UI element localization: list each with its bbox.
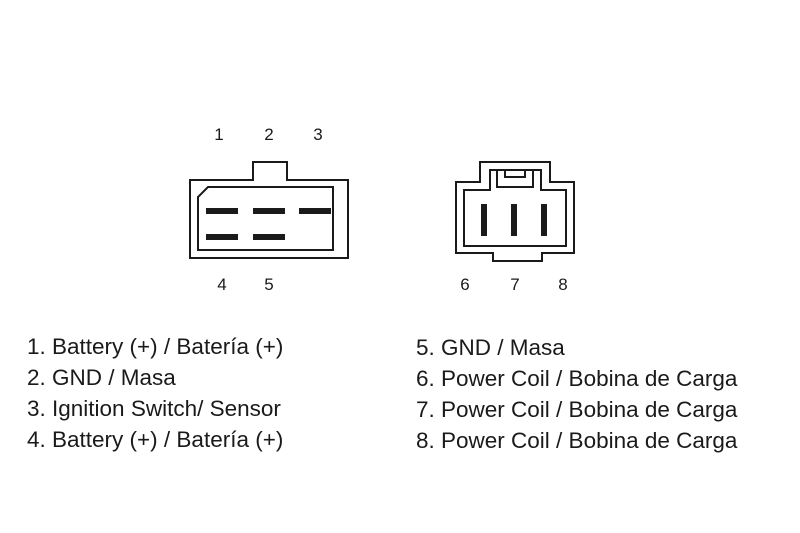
terminal-pin-7 <box>511 204 517 236</box>
pin-label-7: 7 <box>510 275 519 294</box>
pin-label-3: 3 <box>313 125 322 144</box>
terminal-pin-3 <box>299 208 331 214</box>
terminal-pin-6 <box>481 204 487 236</box>
connector-right-pin-labels: 6 7 8 <box>460 275 567 294</box>
legend-item-pin-6: 6. Power Coil / Bobina de Carga <box>416 366 738 391</box>
pin-legend-left: 1. Battery (+) / Batería (+) 2. GND / Ma… <box>27 331 283 455</box>
connector-right <box>455 161 575 262</box>
connector-left <box>189 161 349 259</box>
connector-right-terminals <box>481 204 547 236</box>
connector-right-latch <box>496 170 534 188</box>
terminal-pin-8 <box>541 204 547 236</box>
pin-label-2: 2 <box>264 125 273 144</box>
terminal-pin-1 <box>206 208 238 214</box>
legend-item-pin-7: 7. Power Coil / Bobina de Carga <box>416 397 738 422</box>
connector-left-pin-labels: 1 2 3 4 5 <box>214 125 322 294</box>
pin-label-5: 5 <box>264 275 273 294</box>
connector-left-outer-shell <box>189 161 349 259</box>
pin-label-6: 6 <box>460 275 469 294</box>
connector-left-terminals <box>206 208 331 240</box>
terminal-pin-5 <box>253 234 285 240</box>
terminal-pin-4 <box>206 234 238 240</box>
connector-right-inner-wall <box>463 169 567 247</box>
legend-item-pin-5: 5. GND / Masa <box>416 335 565 360</box>
legend-item-pin-1: 1. Battery (+) / Batería (+) <box>27 334 284 359</box>
legend-item-pin-4: 4. Battery (+) / Batería (+) <box>27 427 284 452</box>
connector-left-inner-wall <box>197 186 334 251</box>
pin-legend-right: 5. GND / Masa 6. Power Coil / Bobina de … <box>416 332 737 456</box>
connector-right-outer-shell <box>455 161 575 262</box>
legend-item-pin-8: 8. Power Coil / Bobina de Carga <box>416 428 738 453</box>
pin-label-4: 4 <box>217 275 226 294</box>
pin-label-1: 1 <box>214 125 223 144</box>
legend-item-pin-2: 2. GND / Masa <box>27 365 176 390</box>
legend-item-pin-3: 3. Ignition Switch/ Sensor <box>27 396 281 421</box>
terminal-pin-2 <box>253 208 285 214</box>
pin-label-8: 8 <box>558 275 567 294</box>
